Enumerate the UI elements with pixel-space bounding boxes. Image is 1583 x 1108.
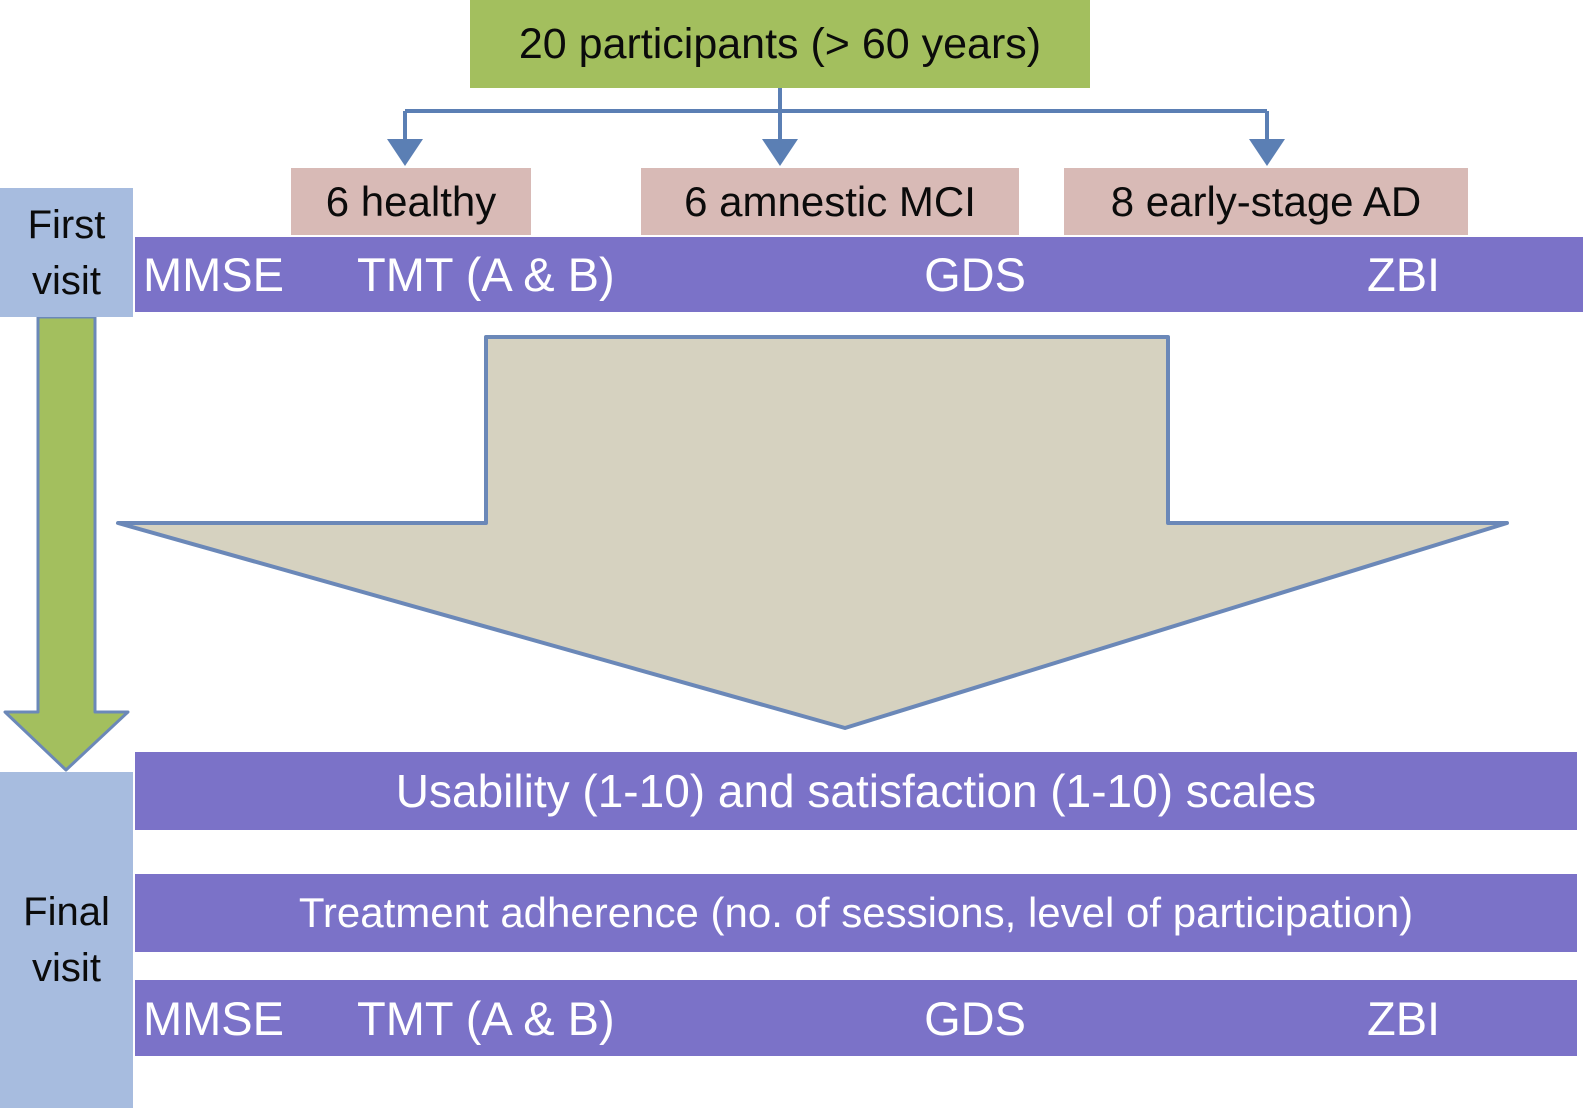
- first-visit-label-line2: visit: [32, 258, 101, 303]
- first-visit-measure-tmt: TMT (A & B): [357, 248, 615, 301]
- final-visit-measure-zbi: ZBI: [1367, 991, 1441, 1045]
- usability-satisfaction-label: Usability (1-10) and satisfaction (1-10)…: [395, 765, 1317, 817]
- group-box-amnestic-mci: 6 amnestic MCI: [641, 168, 1019, 235]
- treatment-adherence-bar: Treatment adherence (no. of sessions, le…: [135, 874, 1577, 952]
- final-visit-label-line1: Final: [23, 890, 110, 934]
- branch-arrowheads: [387, 139, 1285, 166]
- treatment-adherence-label: Treatment adherence (no. of sessions, le…: [298, 889, 1414, 936]
- first-visit-measures-bar: MMSE TMT (A & B) GDS ZBI: [135, 237, 1583, 312]
- group-mci-label: 6 amnestic MCI: [684, 177, 976, 225]
- final-visit-measures-bar: MMSE TMT (A & B) GDS ZBI: [135, 980, 1577, 1056]
- arrowhead-right-icon: [1249, 139, 1285, 166]
- arrowhead-middle-icon: [762, 139, 798, 166]
- final-visit-label-line2: visit: [32, 946, 101, 990]
- first-visit-measure-zbi: ZBI: [1367, 248, 1441, 301]
- participants-box: 20 participants (> 60 years): [470, 0, 1090, 88]
- final-visit-measure-tmt: TMT (A & B): [357, 991, 615, 1045]
- group-healthy-label: 6 healthy: [325, 177, 497, 225]
- group-ad-label: 8 early-stage AD: [1110, 177, 1422, 225]
- phase-transition-big-arrow: [116, 335, 1509, 730]
- first-visit-measure-gds: GDS: [924, 248, 1026, 301]
- group-box-early-stage-ad: 8 early-stage AD: [1064, 168, 1468, 235]
- arrowhead-left-icon: [387, 139, 423, 166]
- group-box-healthy: 6 healthy: [291, 168, 531, 235]
- first-visit-box: First visit: [0, 188, 133, 317]
- final-visit-measure-mmse: MMSE: [143, 991, 284, 1045]
- first-visit-label-line1: First: [27, 202, 106, 247]
- branch-connector-lines: [403, 88, 1269, 142]
- usability-satisfaction-bar: Usability (1-10) and satisfaction (1-10)…: [135, 752, 1577, 830]
- first-visit-measure-mmse: MMSE: [143, 248, 284, 301]
- final-visit-box: Final visit: [0, 772, 133, 1108]
- participants-label: 20 participants (> 60 years): [518, 19, 1042, 68]
- timeline-down-arrow: [3, 315, 130, 772]
- final-visit-measure-gds: GDS: [924, 991, 1026, 1045]
